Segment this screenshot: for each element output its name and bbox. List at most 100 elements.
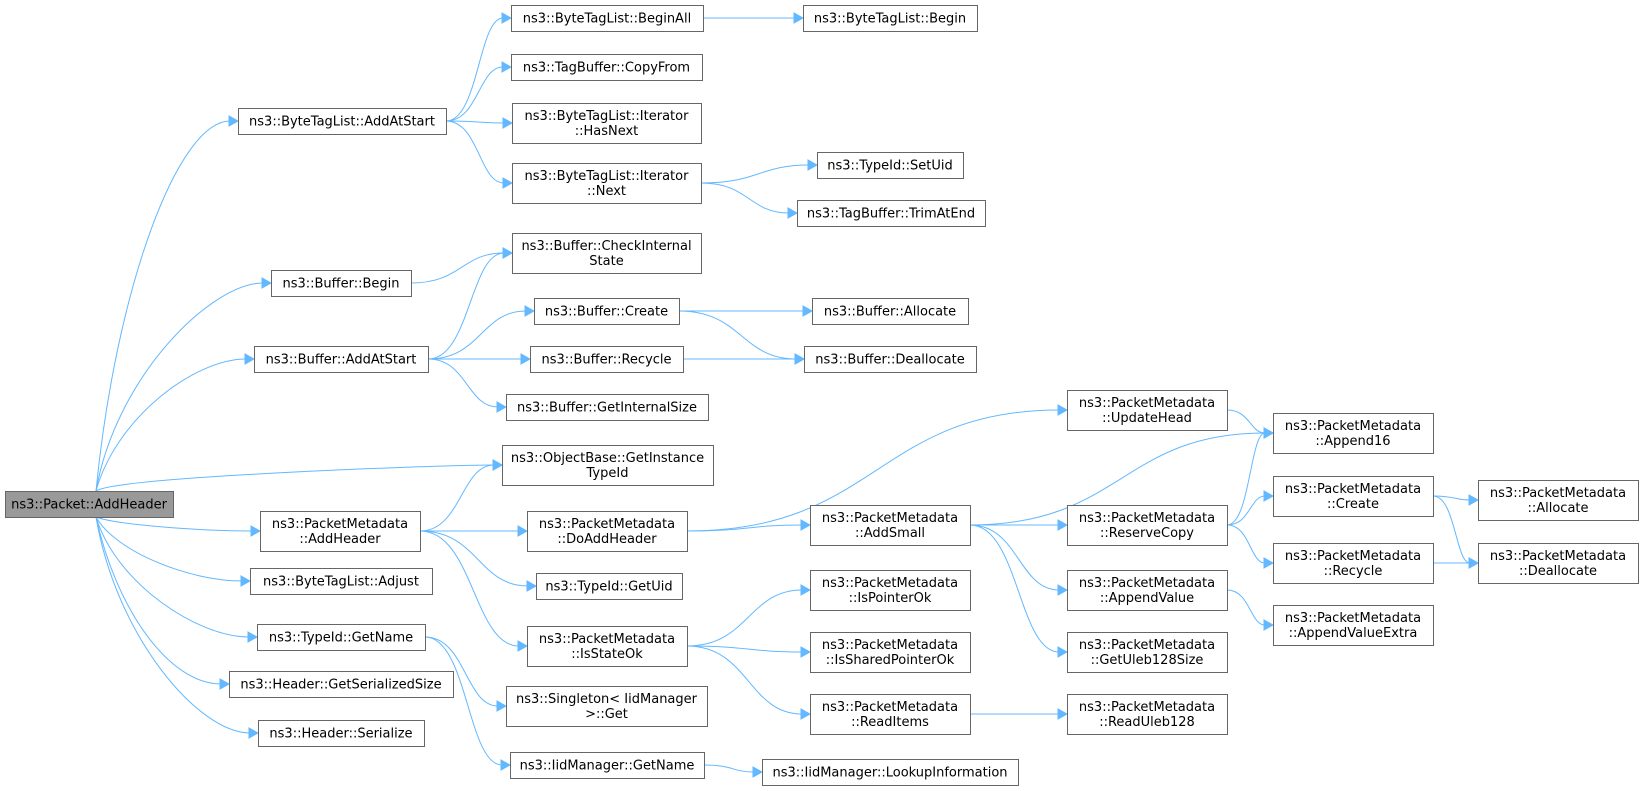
node-addheader[interactable]: ns3::Packet::AddHeader [5, 491, 174, 518]
node-label-tb_copyfrom-0: ns3::TagBuffer::CopyFrom [523, 61, 690, 76]
node-btl_begin[interactable]: ns3::ByteTagList::Begin [803, 5, 978, 32]
arrowhead-hdr_serialize [248, 727, 260, 739]
node-singleton_get[interactable]: ns3::Singleton< IidManager>::Get [506, 686, 708, 727]
arrowhead-pm_issharedpointerok [800, 646, 812, 658]
arrowhead-buf_deallocate [794, 353, 806, 365]
node-buf_getinternalsize[interactable]: ns3::Buffer::GetInternalSize [506, 394, 709, 421]
edge-pm_isstateok-to-pm_readitems [686, 645, 803, 715]
edge-pm_reservecopy-to-pm_recycle [1226, 524, 1266, 564]
node-buf_deallocate[interactable]: ns3::Buffer::Deallocate [804, 346, 977, 373]
node-iid_lookupinformation[interactable]: ns3::IidManager::LookupInformation [762, 759, 1019, 786]
arrowhead-typeid_getname [247, 631, 259, 643]
node-box-btl_addatstart [238, 108, 447, 135]
node-pm_ispointerok[interactable]: ns3::PacketMetadata::IsPointerOk [810, 570, 971, 611]
node-tb_trimatend[interactable]: ns3::TagBuffer::TrimAtEnd [797, 200, 986, 227]
node-typeid_getname[interactable]: ns3::TypeId::GetName [257, 624, 426, 651]
node-box-iid_getname [510, 752, 705, 779]
node-pm_isstateok[interactable]: ns3::PacketMetadata::IsStateOk [527, 626, 688, 667]
node-pm_deallocate[interactable]: ns3::PacketMetadata::Deallocate [1478, 543, 1639, 584]
edge-pm_reservecopy-to-pm_append16 [1226, 432, 1266, 526]
edge-pm_isstateok-to-pm_issharedpointerok [686, 645, 803, 653]
node-buf_begin[interactable]: ns3::Buffer::Begin [271, 270, 412, 297]
node-btl_beginall[interactable]: ns3::ByteTagList::BeginAll [511, 5, 704, 32]
edge-pm_isstateok-to-pm_ispointerok [686, 589, 803, 647]
edge-addheader-to-hdr_serialize [95, 516, 251, 734]
node-hdr_serialize[interactable]: ns3::Header::Serialize [258, 720, 425, 747]
arrowhead-hdr_getserializedsize [219, 678, 231, 690]
arrowhead-pm_append16 [1263, 427, 1275, 439]
node-label-pm_readuleb128-0: ns3::PacketMetadata [1079, 700, 1215, 715]
node-pm_appendvalue[interactable]: ns3::PacketMetadata::AppendValue [1067, 570, 1228, 611]
node-label-addheader-0: ns3::Packet::AddHeader [11, 498, 167, 513]
node-iid_getname[interactable]: ns3::IidManager::GetName [510, 752, 705, 779]
node-label-buf_addatstart-0: ns3::Buffer::AddAtStart [266, 353, 417, 368]
node-label-pm_appendvalueextra-0: ns3::PacketMetadata [1285, 611, 1421, 626]
edge-btl_addatstart-to-btl_it_next [445, 120, 505, 184]
arrowhead-pm_doaddheader [517, 525, 529, 537]
node-pm_append16[interactable]: ns3::PacketMetadata::Append16 [1273, 413, 1434, 454]
node-label-pm_create-0: ns3::PacketMetadata [1285, 482, 1421, 497]
arrowhead-pm_recycle [1263, 557, 1275, 569]
node-pm_addsmall[interactable]: ns3::PacketMetadata::AddSmall [810, 505, 971, 546]
node-buf_recycle[interactable]: ns3::Buffer::Recycle [530, 346, 684, 373]
arrowhead-iid_getname [500, 759, 512, 771]
node-label-ob_getinstancetypeid-1: TypeId [586, 466, 629, 481]
arrowhead-pm_isstateok [517, 640, 529, 652]
node-box-buf_deallocate [804, 346, 977, 373]
call-graph-nodes: ns3::Packet::AddHeaderns3::ByteTagList::… [5, 5, 1639, 786]
node-pm_updatehead[interactable]: ns3::PacketMetadata::UpdateHead [1067, 390, 1228, 431]
node-pm_recycle[interactable]: ns3::PacketMetadata::Recycle [1273, 543, 1434, 584]
node-pm_allocate[interactable]: ns3::PacketMetadata::Allocate [1478, 480, 1639, 521]
arrowhead-pm_ispointerok [800, 584, 812, 596]
node-label-buf_begin-0: ns3::Buffer::Begin [282, 277, 399, 292]
node-pm_readuleb128[interactable]: ns3::PacketMetadata::ReadUleb128 [1067, 694, 1228, 735]
node-buf_create[interactable]: ns3::Buffer::Create [534, 298, 680, 325]
node-pm_create[interactable]: ns3::PacketMetadata::Create [1273, 476, 1434, 517]
node-box-tb_trimatend [797, 200, 986, 227]
edge-pm_addheader-to-pm_isstateok [419, 530, 520, 647]
node-btl_addatstart[interactable]: ns3::ByteTagList::AddAtStart [238, 108, 447, 135]
node-btl_it_next[interactable]: ns3::ByteTagList::Iterator::Next [512, 163, 702, 204]
node-label-buf_getinternalsize-0: ns3::Buffer::GetInternalSize [517, 401, 697, 416]
edge-addheader-to-buf_addatstart [95, 358, 247, 492]
node-label-typeid_setuid-0: ns3::TypeId::SetUid [827, 159, 952, 174]
arrowhead-typeid_setuid [807, 159, 819, 171]
node-label-typeid_getuid-0: ns3::TypeId::GetUid [545, 580, 672, 595]
node-box-btl_adjust [250, 568, 433, 595]
node-label-iid_lookupinformation-0: ns3::IidManager::LookupInformation [772, 766, 1007, 781]
node-hdr_getserializedsize[interactable]: ns3::Header::GetSerializedSize [229, 671, 454, 698]
node-pm_doaddheader[interactable]: ns3::PacketMetadata::DoAddHeader [527, 511, 688, 552]
arrowhead-pm_deallocate [1468, 557, 1480, 569]
node-buf_allocate[interactable]: ns3::Buffer::Allocate [812, 298, 969, 325]
node-box-pm_reservecopy [1067, 505, 1228, 546]
node-pm_addheader[interactable]: ns3::PacketMetadata::AddHeader [260, 511, 421, 552]
call-graph-edges [95, 12, 1480, 778]
node-box-pm_issharedpointerok [810, 632, 971, 673]
arrowhead-iid_lookupinformation [752, 766, 764, 778]
node-tb_copyfrom[interactable]: ns3::TagBuffer::CopyFrom [511, 54, 703, 81]
node-pm_getuleb128size[interactable]: ns3::PacketMetadata::GetUleb128Size [1067, 632, 1228, 673]
node-typeid_setuid[interactable]: ns3::TypeId::SetUid [817, 152, 964, 179]
node-buf_addatstart[interactable]: ns3::Buffer::AddAtStart [254, 346, 429, 373]
edge-pm_create-to-pm_deallocate [1432, 495, 1471, 564]
node-pm_reservecopy[interactable]: ns3::PacketMetadata::ReserveCopy [1067, 505, 1228, 546]
node-pm_appendvalueextra[interactable]: ns3::PacketMetadata::AppendValueExtra [1273, 605, 1434, 646]
node-label-btl_it_next-1: ::Next [587, 184, 626, 199]
node-btl_it_hasnext[interactable]: ns3::ByteTagList::Iterator::HasNext [512, 103, 702, 144]
node-box-btl_beginall [511, 5, 704, 32]
arrowhead-buf_getinternalsize [496, 401, 508, 413]
edge-btl_addatstart-to-btl_beginall [445, 17, 504, 122]
arrowhead-buf_create [524, 305, 536, 317]
node-typeid_getuid[interactable]: ns3::TypeId::GetUid [536, 573, 683, 600]
node-label-pm_isstateok-1: ::IsStateOk [571, 647, 643, 662]
node-box-pm_appendvalueextra [1273, 605, 1434, 646]
node-pm_readitems[interactable]: ns3::PacketMetadata::ReadItems [810, 694, 971, 735]
node-btl_adjust[interactable]: ns3::ByteTagList::Adjust [250, 568, 433, 595]
node-box-hdr_getserializedsize [229, 671, 454, 698]
arrowhead-btl_adjust [240, 575, 252, 587]
node-label-btl_it_hasnext-0: ns3::ByteTagList::Iterator [525, 109, 690, 124]
node-pm_issharedpointerok[interactable]: ns3::PacketMetadata::IsSharedPointerOk [810, 632, 971, 673]
node-label-btl_adjust-0: ns3::ByteTagList::Adjust [263, 575, 419, 590]
